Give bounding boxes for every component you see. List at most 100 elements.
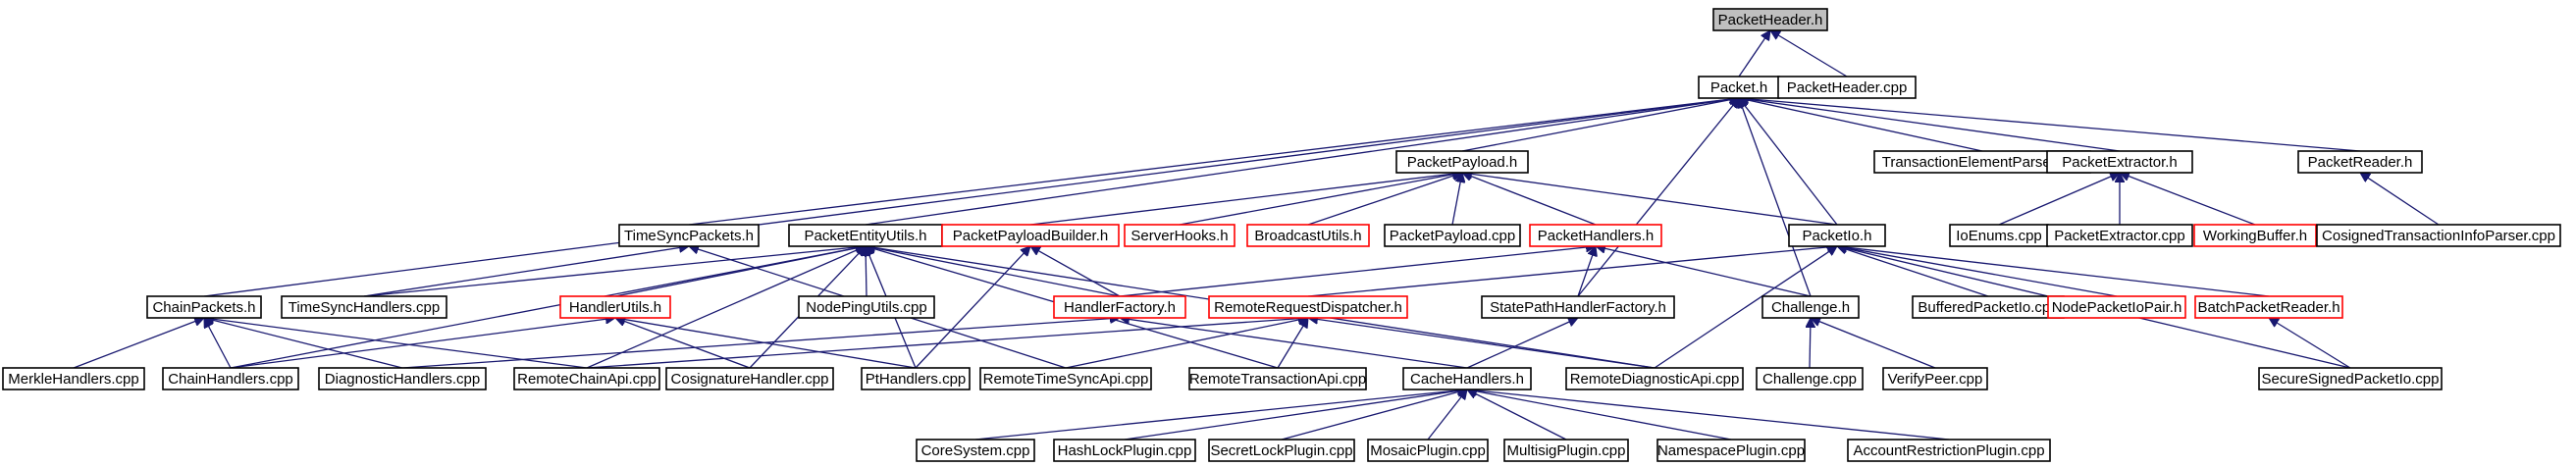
edge-packet-io-h-to-packet-payload-h bbox=[1462, 173, 1838, 226]
node-label: PacketHeader.h bbox=[1718, 12, 1823, 28]
node-server-hooks-h[interactable]: ServerHooks.h bbox=[1124, 224, 1235, 247]
node-handler-factory-h[interactable]: HandlerFactory.h bbox=[1053, 295, 1186, 319]
node-merkle-handlers-cpp[interactable]: MerkleHandlers.cpp bbox=[2, 367, 145, 390]
node-packet-header-h[interactable]: PacketHeader.h bbox=[1712, 8, 1828, 31]
node-remote-time-sync-api-cpp[interactable]: RemoteTimeSyncApi.cpp bbox=[979, 367, 1152, 390]
node-multisig-plugin-cpp[interactable]: MultisigPlugin.cpp bbox=[1503, 439, 1629, 462]
node-verify-peer-cpp[interactable]: VerifyPeer.cpp bbox=[1882, 367, 1988, 390]
node-buffered-packet-io-cpp[interactable]: BufferedPacketIo.cpp bbox=[1912, 295, 2065, 319]
edge-packet-header-cpp-to-packet-header-h bbox=[1770, 30, 1848, 78]
node-challenge-cpp[interactable]: Challenge.cpp bbox=[1756, 367, 1864, 390]
node-transaction-element-parser-cpp[interactable]: TransactionElementParser.cpp bbox=[1873, 150, 2091, 174]
node-label: HandlerUtils.h bbox=[569, 299, 661, 316]
node-cache-handlers-h[interactable]: CacheHandlers.h bbox=[1402, 367, 1532, 390]
node-box bbox=[1756, 367, 1864, 390]
node-box bbox=[1788, 224, 1886, 247]
node-label: PacketPayloadBuilder.h bbox=[953, 228, 1108, 244]
edge-handler-factory-h-to-packet-entity-utils-h bbox=[866, 246, 1121, 297]
node-working-buffer-h[interactable]: WorkingBuffer.h bbox=[2193, 224, 2317, 247]
node-packet-entity-utils-h[interactable]: PacketEntityUtils.h bbox=[788, 224, 943, 247]
edge-batch-packet-reader-h-to-packet-io-h bbox=[1837, 246, 2270, 297]
node-label: NodePacketIoPair.h bbox=[2052, 299, 2182, 316]
node-box bbox=[941, 224, 1120, 247]
node-handler-utils-h[interactable]: HandlerUtils.h bbox=[559, 295, 671, 319]
node-label: MultisigPlugin.cpp bbox=[1507, 442, 1626, 459]
edge-node-packet-io-pair-h-to-packet-io-h bbox=[1837, 246, 2118, 297]
node-packet-io-h[interactable]: PacketIo.h bbox=[1788, 224, 1886, 247]
edge-remote-chain-api-cpp-to-remote-request-dispatcher-h bbox=[586, 318, 1308, 369]
node-remote-request-dispatcher-h[interactable]: RemoteRequestDispatcher.h bbox=[1208, 295, 1408, 319]
edge-chain-handlers-cpp-to-packet-entity-utils-h bbox=[230, 246, 866, 369]
node-packet-payload-builder-h[interactable]: PacketPayloadBuilder.h bbox=[941, 224, 1120, 247]
edge-challenge-h-to-packet-handlers-h bbox=[1596, 246, 1812, 297]
node-io-enums-cpp[interactable]: IoEnums.cpp bbox=[1949, 224, 2049, 247]
node-node-packet-io-pair-h[interactable]: NodePacketIoPair.h bbox=[2047, 295, 2186, 319]
node-state-path-handler-factory-h[interactable]: StatePathHandlerFactory.h bbox=[1481, 295, 1675, 319]
node-packet-reader-h[interactable]: PacketReader.h bbox=[2297, 150, 2423, 174]
node-packet-payload-h[interactable]: PacketPayload.h bbox=[1395, 150, 1529, 174]
node-account-restriction-plugin-cpp[interactable]: AccountRestrictionPlugin.cpp bbox=[1847, 439, 2051, 462]
node-namespace-plugin-cpp[interactable]: NamespacePlugin.cpp bbox=[1656, 439, 1806, 462]
node-chain-packets-h[interactable]: ChainPackets.h bbox=[146, 295, 262, 319]
node-label: PtHandlers.cpp bbox=[866, 371, 967, 388]
node-label: StatePathHandlerFactory.h bbox=[1490, 299, 1666, 316]
node-core-system-cpp[interactable]: CoreSystem.cpp bbox=[916, 439, 1035, 462]
node-diagnostic-handlers-cpp[interactable]: DiagnosticHandlers.cpp bbox=[318, 367, 487, 390]
node-secret-lock-plugin-cpp[interactable]: SecretLockPlugin.cpp bbox=[1208, 439, 1355, 462]
node-packet-h[interactable]: Packet.h bbox=[1698, 76, 1780, 99]
node-box bbox=[513, 367, 660, 390]
node-label: HandlerFactory.h bbox=[1064, 299, 1176, 316]
node-label: RemoteChainApi.cpp bbox=[517, 371, 657, 388]
edge-remote-chain-api-cpp-to-chain-packets-h bbox=[204, 318, 588, 369]
node-remote-transaction-api-cpp[interactable]: RemoteTransactionApi.cpp bbox=[1188, 367, 1367, 390]
node-label: RemoteDiagnosticApi.cpp bbox=[1570, 371, 1740, 388]
edge-packet-extractor-h-to-packet-h bbox=[1739, 98, 2121, 152]
node-hash-lock-plugin-cpp[interactable]: HashLockPlugin.cpp bbox=[1053, 439, 1196, 462]
node-challenge-h[interactable]: Challenge.h bbox=[1761, 295, 1860, 319]
node-secure-signed-packet-io-cpp[interactable]: SecureSignedPacketIo.cpp bbox=[2258, 367, 2443, 390]
node-label: MerkleHandlers.cpp bbox=[8, 371, 138, 388]
node-time-sync-packets-h[interactable]: TimeSyncPackets.h bbox=[618, 224, 760, 247]
node-pt-handlers-cpp[interactable]: PtHandlers.cpp bbox=[861, 367, 971, 390]
node-broadcast-utils-h[interactable]: BroadcastUtils.h bbox=[1246, 224, 1370, 247]
node-mosaic-plugin-cpp[interactable]: MosaicPlugin.cpp bbox=[1367, 439, 1489, 462]
node-box bbox=[1208, 295, 1408, 319]
node-remote-diagnostic-api-cpp[interactable]: RemoteDiagnosticApi.cpp bbox=[1565, 367, 1744, 390]
node-label: PacketExtractor.h bbox=[2062, 154, 2178, 171]
node-label: RemoteTimeSyncApi.cpp bbox=[983, 371, 1149, 388]
node-label: PacketIo.h bbox=[1803, 228, 1872, 244]
node-cosigned-transaction-info-parser-cpp[interactable]: CosignedTransactionInfoParser.cpp bbox=[2316, 224, 2561, 247]
node-packet-extractor-cpp[interactable]: PacketExtractor.cpp bbox=[2046, 224, 2193, 247]
node-box bbox=[916, 439, 1035, 462]
node-time-sync-handlers-cpp[interactable]: TimeSyncHandlers.cpp bbox=[281, 295, 447, 319]
node-packet-header-cpp[interactable]: PacketHeader.cpp bbox=[1777, 76, 1917, 99]
node-cosignature-handler-cpp[interactable]: CosignatureHandler.cpp bbox=[665, 367, 834, 390]
node-box bbox=[559, 295, 671, 319]
node-box bbox=[1565, 367, 1744, 390]
node-packet-payload-cpp[interactable]: PacketPayload.cpp bbox=[1384, 224, 1521, 247]
node-packet-handlers-h[interactable]: PacketHandlers.h bbox=[1529, 224, 1662, 247]
edge-pt-handlers-cpp-to-packet-payload-builder-h bbox=[915, 246, 1030, 369]
node-box bbox=[1208, 439, 1355, 462]
node-label: Challenge.h bbox=[1771, 299, 1850, 316]
edge-packet-h-to-packet-header-h bbox=[1738, 30, 1770, 78]
node-node-ping-utils-cpp[interactable]: NodePingUtils.cpp bbox=[798, 295, 935, 319]
node-batch-packet-reader-h[interactable]: BatchPacketReader.h bbox=[2194, 295, 2343, 319]
node-label: DiagnosticHandlers.cpp bbox=[325, 371, 480, 388]
node-packet-extractor-h[interactable]: PacketExtractor.h bbox=[2046, 150, 2193, 174]
edge-remote-time-sync-api-cpp-to-remote-request-dispatcher-h bbox=[1065, 318, 1308, 369]
edge-transaction-element-parser-cpp-to-packet-h bbox=[1739, 98, 1983, 152]
node-box bbox=[665, 367, 834, 390]
node-chain-handlers-cpp[interactable]: ChainHandlers.cpp bbox=[162, 367, 299, 390]
edge-remote-transaction-api-cpp-to-remote-request-dispatcher-h bbox=[1277, 318, 1308, 369]
node-label: CosignatureHandler.cpp bbox=[671, 371, 829, 388]
dependency-edges bbox=[73, 30, 2440, 441]
node-label: PacketReader.h bbox=[2308, 154, 2413, 171]
node-label: BatchPacketReader.h bbox=[2197, 299, 2339, 316]
node-label: WorkingBuffer.h bbox=[2203, 228, 2307, 244]
node-label: ChainPackets.h bbox=[152, 299, 255, 316]
node-remote-chain-api-cpp[interactable]: RemoteChainApi.cpp bbox=[513, 367, 660, 390]
node-box bbox=[979, 367, 1152, 390]
node-label: TransactionElementParser.cpp bbox=[1882, 154, 2083, 171]
edge-buffered-packet-io-cpp-to-packet-io-h bbox=[1837, 246, 1989, 297]
